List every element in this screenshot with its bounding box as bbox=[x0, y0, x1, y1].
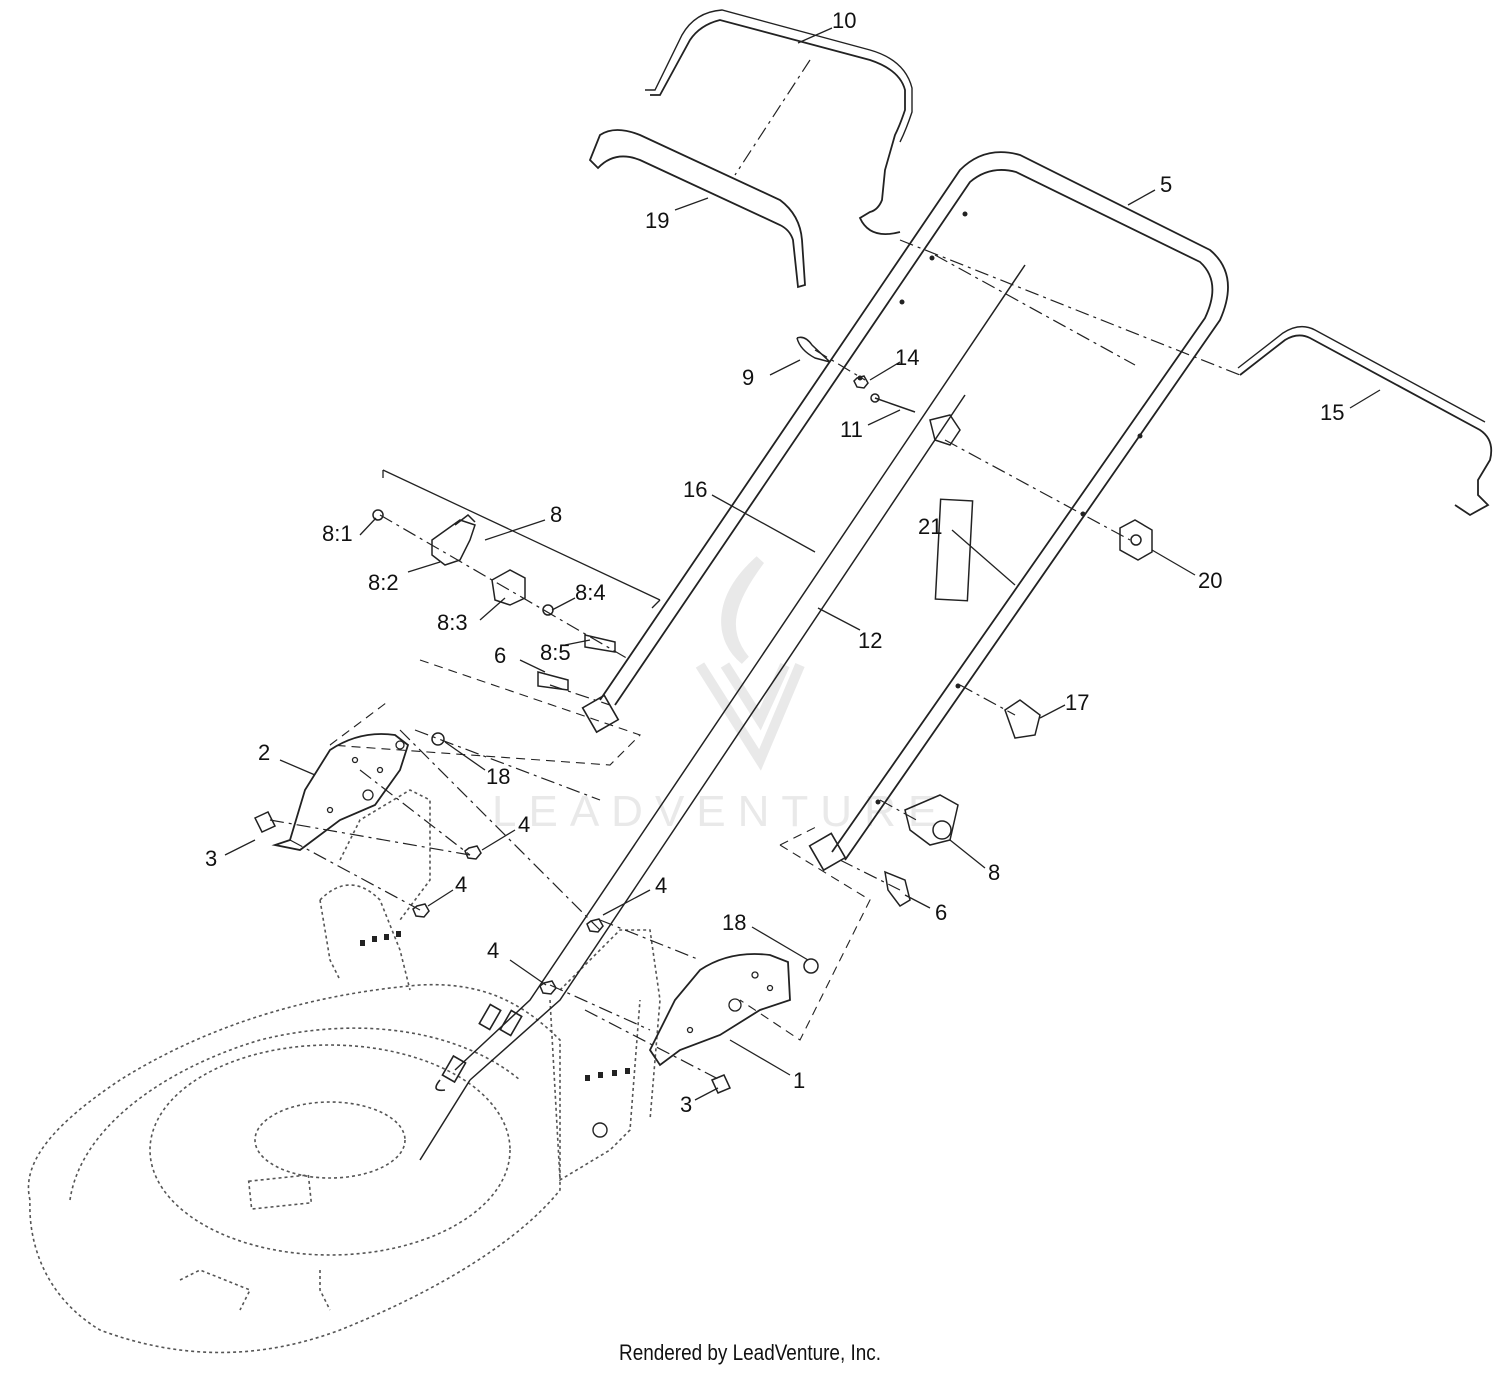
callout-21: 21 bbox=[918, 514, 942, 539]
callout-9: 9 bbox=[742, 365, 754, 390]
sub-assembly-8 bbox=[372, 509, 616, 691]
assembly-centerlines bbox=[269, 59, 1241, 1081]
deck-bracket-holes bbox=[360, 931, 630, 1138]
assembly-dash-boxes bbox=[329, 659, 871, 1041]
bracket-part-1 bbox=[648, 953, 791, 1067]
callout-1: 1 bbox=[793, 1068, 805, 1093]
callout-4-c: 4 bbox=[655, 873, 667, 898]
callout-18-left: 18 bbox=[486, 764, 510, 789]
bracket-part-2 bbox=[271, 733, 410, 851]
bracket-part-1-holes bbox=[686, 971, 774, 1034]
bracket-part-2-holes bbox=[326, 740, 405, 814]
handle-holes bbox=[857, 211, 1143, 805]
bail-part-15-inner bbox=[1237, 325, 1486, 423]
watermark-text: LEADVENTURE bbox=[492, 787, 949, 836]
callout-3-right: 3 bbox=[680, 1092, 692, 1117]
mower-deck bbox=[27, 789, 661, 1354]
callout-16: 16 bbox=[683, 477, 707, 502]
callout-8-4: 8:4 bbox=[575, 580, 606, 605]
callout-5: 5 bbox=[1160, 172, 1172, 197]
callout-labels: 10 19 5 9 14 11 15 16 8 8:1 8:2 8:3 8:4 … bbox=[205, 8, 1344, 1117]
handle-end-right bbox=[808, 832, 847, 872]
bail-part-10-inner bbox=[645, 9, 913, 143]
callout-4-d: 4 bbox=[487, 938, 499, 963]
upper-handle-part-5 bbox=[599, 151, 1229, 861]
callout-8-2: 8:2 bbox=[368, 570, 399, 595]
callout-8-lower: 8 bbox=[988, 860, 1000, 885]
callout-20: 20 bbox=[1198, 568, 1222, 593]
render-credit-footer: Rendered by LeadVenture, Inc. bbox=[619, 1340, 881, 1365]
callout-2: 2 bbox=[258, 740, 270, 765]
watermark-logo bbox=[695, 556, 805, 771]
callout-11: 11 bbox=[840, 417, 863, 442]
callout-4-a: 4 bbox=[518, 812, 530, 837]
callout-8-top: 8 bbox=[550, 502, 562, 527]
grip-part-19 bbox=[588, 129, 806, 289]
callout-18-right: 18 bbox=[722, 910, 746, 935]
callout-10: 10 bbox=[832, 8, 856, 33]
bail-part-10 bbox=[650, 19, 906, 236]
leader-lines bbox=[224, 27, 1381, 1101]
callout-6-lower: 6 bbox=[935, 900, 947, 925]
callout-8-1: 8:1 bbox=[322, 521, 353, 546]
handle-end-left bbox=[581, 694, 620, 734]
callout-3-left: 3 bbox=[205, 846, 217, 871]
callout-6-upper: 6 bbox=[494, 643, 506, 668]
callout-15: 15 bbox=[1320, 400, 1344, 425]
cable-fittings bbox=[435, 1003, 523, 1092]
callout-19: 19 bbox=[645, 208, 669, 233]
callout-8-3: 8:3 bbox=[437, 610, 468, 635]
bail-part-15 bbox=[1239, 334, 1493, 517]
callout-14: 14 bbox=[895, 345, 919, 370]
callout-4-b: 4 bbox=[455, 872, 467, 897]
callout-8-5: 8:5 bbox=[540, 640, 571, 665]
control-cables bbox=[419, 264, 1026, 1161]
hardware-parts bbox=[253, 336, 1153, 1094]
callout-12: 12 bbox=[858, 628, 882, 653]
callout-17: 17 bbox=[1065, 690, 1089, 715]
